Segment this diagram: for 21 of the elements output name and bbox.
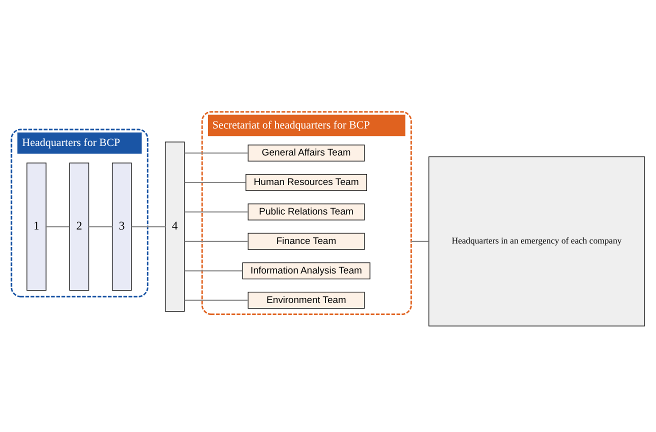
connector: [184, 211, 248, 212]
connector: [184, 300, 248, 301]
connector: [88, 226, 112, 228]
node-box: Finance Team: [248, 232, 365, 250]
node-box: Human Resources Team: [246, 174, 368, 191]
node-box: 4: [164, 142, 185, 312]
node-box: Public Relations Team: [248, 203, 365, 220]
node-box: Information Analysis Team: [242, 262, 370, 280]
connector: [184, 152, 248, 154]
connector: [184, 270, 242, 272]
connector: [132, 226, 166, 228]
connector: [184, 182, 246, 184]
node-box: 2: [69, 162, 90, 291]
node-box: General Affairs Team: [248, 144, 365, 162]
connector: [184, 240, 248, 242]
node-box: 3: [112, 162, 132, 291]
node-box: Headquarters in an emergency of each company: [428, 156, 645, 326]
connector: [46, 226, 70, 228]
connector: [411, 240, 429, 242]
node-box: 1: [26, 162, 46, 291]
node-box: Environment Team: [248, 292, 365, 309]
